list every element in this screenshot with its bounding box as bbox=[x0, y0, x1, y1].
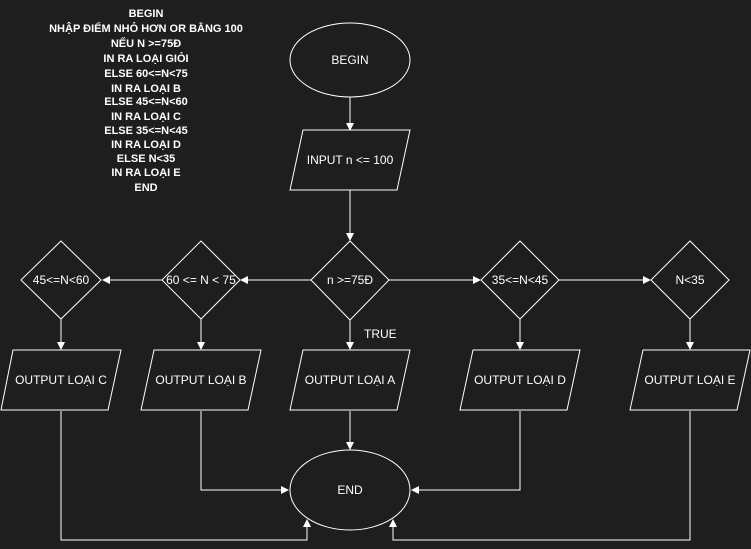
arrowhead bbox=[281, 486, 289, 494]
node-cond-45-60-label: 45<=N<60 bbox=[33, 273, 90, 287]
arrowhead bbox=[57, 342, 65, 350]
decision-shape bbox=[650, 240, 730, 320]
pseudocode-notes: BEGIN NHẬP ĐIỂM NHỎ HƠN OR BẰNG 100 NẾU … bbox=[49, 8, 243, 194]
io-shape bbox=[629, 349, 751, 411]
note-line: NHẬP ĐIỂM NHỎ HƠN OR BẰNG 100 bbox=[49, 22, 243, 35]
node-cond-60-75-label: 60 <= N < 75 bbox=[166, 273, 236, 287]
node-cond-35-45-label: 35<=N<45 bbox=[492, 273, 549, 287]
arrowhead bbox=[346, 442, 354, 450]
node-out-b-label: OUTPUT LOẠI B bbox=[155, 373, 246, 387]
note-line: IN RA LOẠI B bbox=[111, 83, 181, 95]
node-out-c-label: OUTPUT LOẠI C bbox=[15, 373, 107, 387]
node-cond-lt35-label: N<35 bbox=[675, 273, 704, 287]
node-end-label: END bbox=[337, 483, 363, 497]
arrowhead bbox=[411, 486, 419, 494]
node-out-e-label: OUTPUT LOẠI E bbox=[644, 373, 735, 387]
node-end[interactable]: END bbox=[289, 449, 411, 531]
arrowhead bbox=[686, 342, 694, 350]
node-cond-35-45[interactable]: 35<=N<45 bbox=[480, 240, 560, 320]
io-shape bbox=[0, 349, 122, 411]
arrowhead bbox=[643, 276, 651, 284]
note-line: ELSE 60<=N<75 bbox=[104, 68, 187, 80]
edge-out-e-end bbox=[392, 411, 691, 541]
node-out-e[interactable]: OUTPUT LOẠI E bbox=[629, 349, 751, 411]
note-line: IN RA LOẠI C bbox=[111, 111, 181, 123]
node-begin-label: BEGIN bbox=[331, 53, 368, 67]
node-input-label: INPUT n <= 100 bbox=[307, 153, 394, 167]
edge-out-d-end bbox=[417, 411, 521, 491]
note-line: IN RA LOẠI D bbox=[111, 139, 181, 151]
edges: TRUE bbox=[57, 97, 694, 541]
terminator-shape bbox=[289, 449, 411, 531]
arrowhead bbox=[303, 519, 311, 527]
arrowhead bbox=[197, 342, 205, 350]
node-out-c[interactable]: OUTPUT LOẠI C bbox=[0, 349, 122, 411]
arrowhead bbox=[346, 233, 354, 241]
note-line: ELSE N<35 bbox=[117, 153, 175, 165]
note-line: BEGIN bbox=[129, 8, 164, 20]
note-line: IN RA LOẠI GIỎI bbox=[103, 52, 188, 65]
note-line: IN RA LOẠI E bbox=[111, 167, 180, 179]
arrowhead bbox=[516, 342, 524, 350]
arrowhead bbox=[240, 276, 248, 284]
node-out-d-label: OUTPUT LOẠI D bbox=[474, 373, 566, 387]
edge-label-true: TRUE bbox=[364, 327, 397, 341]
arrowhead bbox=[473, 276, 481, 284]
node-out-a[interactable]: OUTPUT LOẠI A bbox=[289, 349, 411, 411]
node-begin[interactable]: BEGIN bbox=[289, 22, 411, 98]
note-line: ELSE 45<=N<60 bbox=[104, 96, 187, 108]
note-line: END bbox=[134, 182, 157, 194]
io-shape bbox=[140, 349, 262, 411]
node-cond-45-60[interactable]: 45<=N<60 bbox=[20, 240, 102, 320]
node-out-a-label: OUTPUT LOẠI A bbox=[305, 373, 395, 387]
io-shape bbox=[289, 129, 411, 191]
decision-shape bbox=[20, 240, 102, 320]
arrowhead bbox=[389, 519, 397, 527]
node-cond-lt35[interactable]: N<35 bbox=[650, 240, 730, 320]
node-cond-main-label: n >=75Đ bbox=[327, 273, 373, 287]
node-out-d[interactable]: OUTPUT LOẠI D bbox=[459, 349, 581, 411]
edge-out-c-end bbox=[60, 411, 308, 541]
note-line: ELSE 35<=N<45 bbox=[104, 125, 187, 137]
node-out-b[interactable]: OUTPUT LOẠI B bbox=[140, 349, 262, 411]
arrowhead bbox=[102, 276, 110, 284]
decision-shape bbox=[310, 240, 390, 321]
arrowhead bbox=[346, 342, 354, 350]
node-input[interactable]: INPUT n <= 100 bbox=[289, 129, 411, 191]
decision-shape bbox=[480, 240, 560, 320]
terminator-shape bbox=[289, 22, 411, 98]
io-shape bbox=[459, 349, 581, 411]
arrowhead bbox=[346, 123, 354, 131]
io-shape bbox=[289, 349, 411, 411]
note-line: NẾU N >=75Đ bbox=[111, 37, 181, 50]
edge-out-b-end bbox=[200, 411, 283, 491]
node-cond-main[interactable]: n >=75Đ bbox=[310, 240, 390, 321]
node-cond-60-75[interactable]: 60 <= N < 75 bbox=[161, 240, 241, 320]
decision-shape bbox=[161, 240, 241, 320]
